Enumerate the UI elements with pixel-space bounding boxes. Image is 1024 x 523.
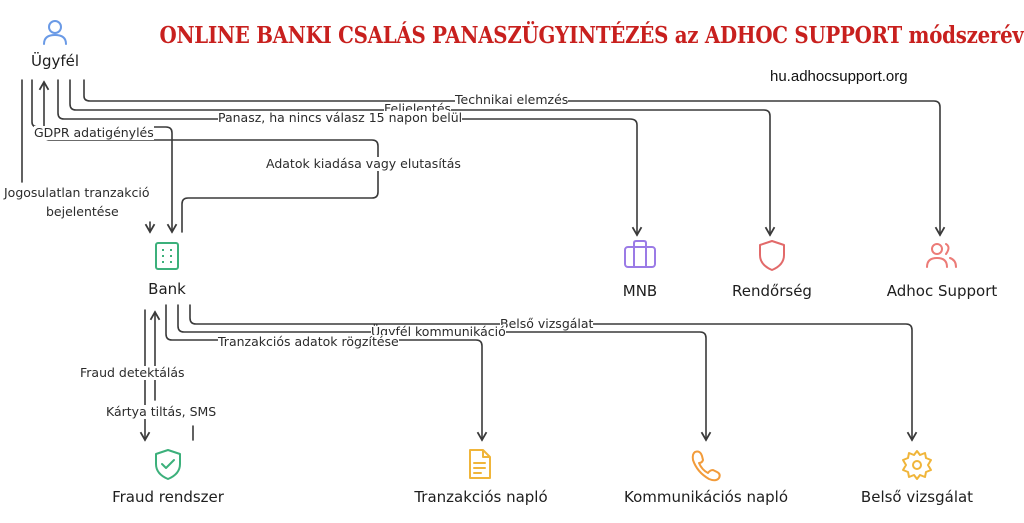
node-belso: Belső vizsgálat: [860, 488, 974, 506]
node-tranzakcios: Tranzakciós napló: [414, 488, 548, 506]
edge-label-technikai: Technikai elemzés: [455, 92, 569, 107]
edge-label-kartya: Kártya tiltás, SMS: [106, 404, 217, 419]
node-adhoc: Adhoc Support: [886, 282, 998, 300]
edge-label-jogosulatlan-2: bejelentése: [46, 204, 119, 219]
shield-icon: [759, 240, 785, 271]
node-rendorseg: Rendőrség: [732, 282, 812, 300]
node-fraud: Fraud rendszer: [112, 488, 224, 506]
briefcase-icon: [624, 240, 656, 268]
edge-label-panasz: Panasz, ha nincs válasz 15 napon belül: [218, 110, 463, 125]
edge-label-tranz-rogzites: Tranzakciós adatok rögzítése: [218, 334, 399, 349]
shield-check-icon: [155, 449, 181, 480]
phone-icon: [691, 450, 721, 482]
node-mnb: MNB: [622, 282, 658, 300]
user-icon: [43, 20, 67, 45]
edge-label-ugyfel-komm: Ügyfél kommunikáció: [371, 324, 506, 339]
gear-icon: [902, 450, 932, 480]
building-icon: [155, 242, 179, 270]
source-url: hu.adhocsupport.org: [770, 68, 908, 85]
node-ugyfel: Ügyfél: [30, 52, 80, 70]
users-icon: [926, 243, 957, 268]
edge-label-jogosulatlan-1: Jogosulatlan tranzakció: [4, 185, 150, 200]
diagram-title: ONLINE BANKI CSALÁS PANASZÜGYINTÉZÉS az …: [159, 22, 1024, 49]
edge-label-adatok: Adatok kiadása vagy elutasítás: [266, 156, 461, 171]
node-bank: Bank: [148, 280, 186, 298]
file-text-icon: [469, 449, 491, 479]
edge-label-belso-vizsgalat: Belső vizsgálat: [500, 316, 594, 331]
edge-label-fraud-detekt: Fraud detektálás: [80, 365, 185, 380]
edge-label-gdpr: GDPR adatigénylés: [34, 125, 154, 140]
node-kommunikacios: Kommunikációs napló: [623, 488, 789, 506]
